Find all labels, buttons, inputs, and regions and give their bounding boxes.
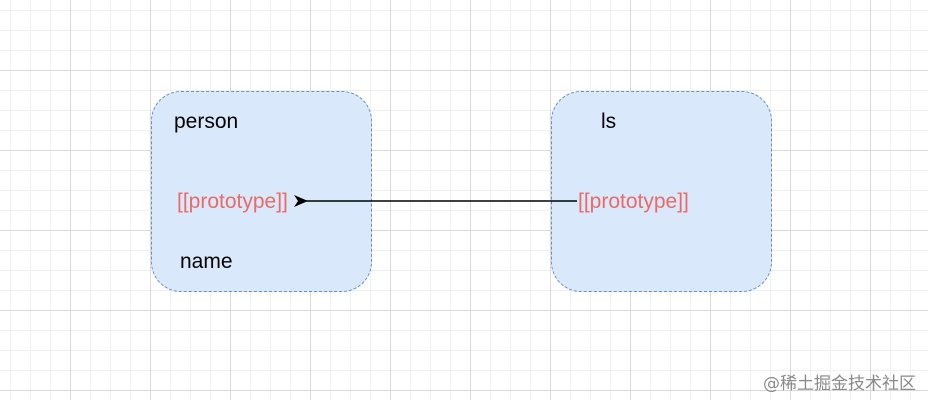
watermark-text: @稀土掘金技术社区 bbox=[763, 374, 916, 394]
person-prototype-label: [[prototype]] bbox=[177, 190, 288, 213]
ls-object-box bbox=[551, 91, 772, 292]
ls-prototype-label: [[prototype]] bbox=[578, 190, 689, 213]
person-title: person bbox=[174, 110, 239, 133]
person-object-box bbox=[151, 91, 372, 292]
ls-title: ls bbox=[601, 110, 617, 133]
person-name-property: name bbox=[180, 250, 233, 273]
